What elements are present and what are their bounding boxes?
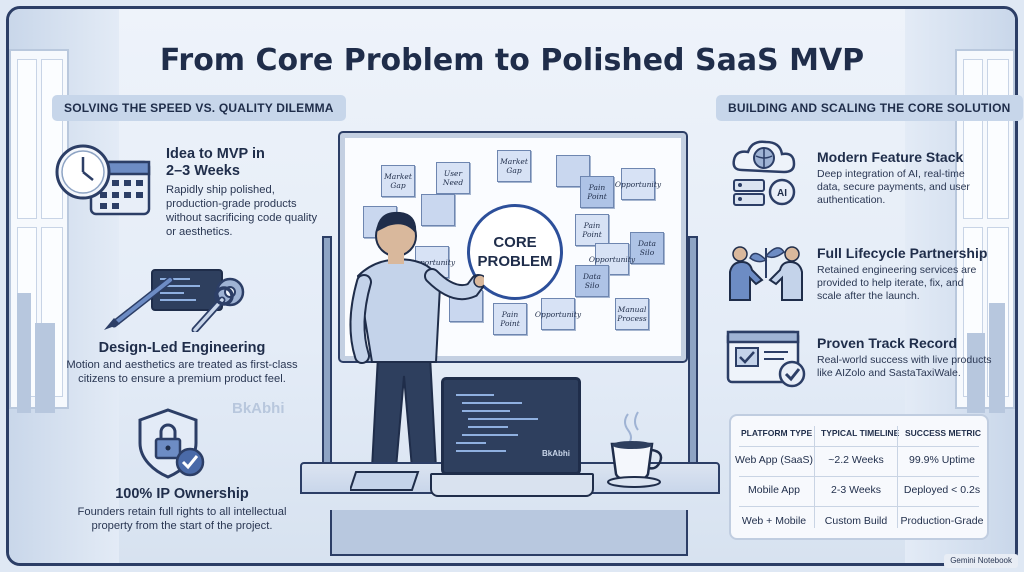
person-illustration — [344, 206, 487, 476]
gemini-notebook-badge: Gemini Notebook — [944, 554, 1018, 568]
item-title-line-1: Idea to MVP in — [166, 146, 265, 162]
sticky-note: Data Silo — [630, 232, 664, 264]
item-title: Full Lifecycle Partnership — [817, 245, 988, 261]
item-title: Proven Track Record — [817, 335, 958, 351]
sticky-note: Opportunity — [535, 298, 581, 330]
laptop-keyboard — [430, 473, 594, 497]
brush-wrench-icon — [100, 262, 250, 334]
laptop-screen: BkAbhi — [441, 377, 581, 475]
table-cell: Web + Mobile — [741, 515, 807, 527]
watermark-logo: BkAbhi — [232, 400, 285, 417]
easel-leg-right — [688, 236, 698, 470]
table-cell: Deployed < 0.2s — [903, 484, 981, 496]
easel-leg-left — [322, 236, 332, 470]
sticky-note — [421, 194, 455, 226]
table-cell: 99.9% Uptime — [909, 454, 975, 466]
left-section-label: SOLVING THE SPEED VS. QUALITY DILEMMA — [52, 95, 346, 121]
notebook-icon — [348, 468, 422, 494]
table-header: SUCCESS METRIC — [905, 428, 982, 438]
item-description: Retained engineering services are provid… — [817, 264, 977, 302]
sticky-note: Pain Point — [580, 176, 614, 208]
sticky-note: User Need — [436, 162, 470, 194]
laptop-logo: BkAbhi — [542, 449, 570, 458]
sticky-note: Market Gap — [381, 165, 415, 197]
table-header: PLATFORM TYPE — [741, 428, 813, 438]
table-cell: Production-Grade — [900, 515, 984, 527]
item-description: Founders retain full rights to all intel… — [77, 506, 287, 532]
right-section-label: BUILDING AND SCALING THE CORE SOLUTION — [716, 95, 1023, 121]
item-description: Real-world success with live products li… — [817, 354, 992, 379]
handshake-plant-icon — [728, 238, 804, 304]
sticky-note: Pain Point — [493, 303, 527, 335]
page-title: From Core Problem to Polished SaaS MVP — [159, 43, 865, 78]
browser-check-icon — [726, 328, 808, 390]
item-title: Modern Feature Stack — [817, 149, 964, 165]
comparison-table: PLATFORM TYPE TYPICAL TIMELINE SUCCESS M… — [729, 414, 989, 540]
item-description: Deep integration of AI, real-time data, … — [817, 168, 970, 206]
svg-text:AI: AI — [777, 188, 787, 199]
sticky-note: Pain Point — [575, 214, 609, 246]
table-header: TYPICAL TIMELINE — [821, 428, 900, 438]
coffee-cup-icon — [606, 410, 666, 490]
table-cell: 2-3 Weeks — [831, 484, 881, 496]
sticky-note: Manual Process — [615, 298, 649, 330]
table-cell: Web App (SaaS) — [734, 454, 814, 466]
item-title-line-2: 2–3 Weeks — [166, 163, 240, 179]
item-description: Motion and aesthetics are treated as fir… — [66, 359, 298, 385]
item-title: Design-Led Engineering — [98, 340, 266, 356]
table-cell: ~2.2 Weeks — [828, 454, 884, 466]
sticky-note: Opportunity — [615, 168, 661, 200]
clock-calendar-icon — [55, 140, 155, 220]
brain-cloud-server-icon: AI — [728, 136, 804, 212]
shield-lock-icon — [134, 407, 210, 479]
item-title: 100% IP Ownership — [115, 486, 249, 502]
item-description: Rapidly ship polished, production-grade … — [166, 184, 318, 238]
table-cell: Mobile App — [748, 484, 800, 496]
desk-front — [330, 510, 688, 556]
sticky-note: Data Silo — [575, 265, 609, 297]
sticky-note: Market Gap — [497, 150, 531, 182]
table-cell: Custom Build — [824, 515, 888, 527]
